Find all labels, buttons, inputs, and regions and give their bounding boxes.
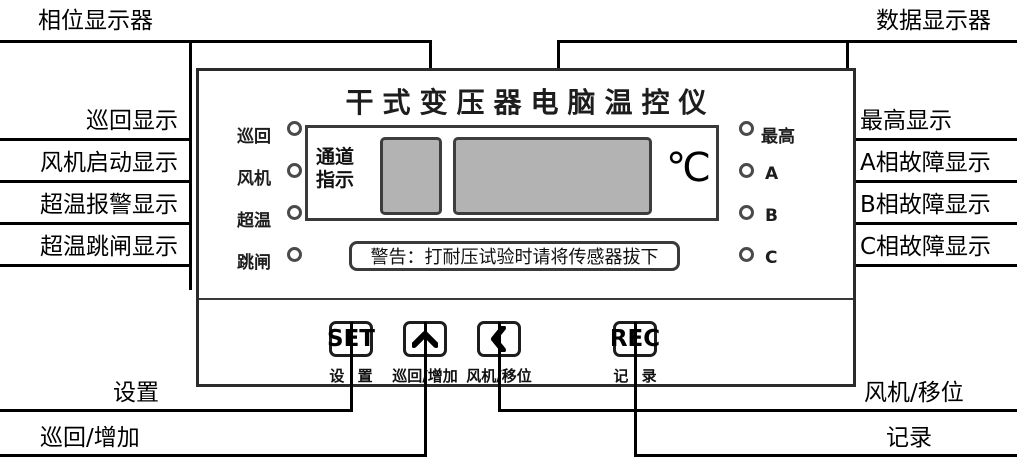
annotation-data-display: 数据显示器 [876,8,991,34]
annotation-left-0: 巡回显示 [86,108,178,134]
led-label-tiaozha: 跳闸 [237,253,271,273]
warning-box: 警告：打耐压试验时请将传感器拔下 [349,241,680,271]
led-indicator-xunhui[interactable] [287,121,302,136]
leader-line-left-0 [0,138,192,141]
led-label-xunhui: 巡回 [237,127,271,147]
led-indicator-fengji[interactable] [287,163,302,178]
led-indicator-phase-b[interactable] [739,205,754,220]
leader-line-up-v [424,322,427,457]
leader-line-rec-h [634,454,1017,457]
channel-indicator-line2: 指示 [316,169,355,191]
leader-line-set-v [350,322,353,412]
led-indicator-phase-a[interactable] [739,163,754,178]
leader-line-left-1 [0,180,192,183]
led-label-phase-c: C [765,248,778,268]
leader-rail-left [189,40,192,290]
leader-line-right-1 [846,180,1017,183]
leader-line-left-3 [0,264,192,267]
data-display-screen [453,137,652,215]
led-indicator-max[interactable] [739,121,754,136]
panel-divider [199,298,853,300]
controller-panel: 干式变压器电脑温控仪 巡回 风机 超温 跳闸 最高 A B C 通道 指示 ℃ [196,68,856,387]
leader-line-set-h [0,409,353,412]
led-label-phase-a: A [765,164,779,184]
led-indicator-chaowen[interactable] [287,205,302,220]
leader-line-up-h [0,454,427,457]
annotation-left-3: 超温跳闸显示 [40,234,178,260]
warning-text: 警告：打耐压试验时请将传感器拔下 [370,247,659,268]
annotation-left-btn: 风机/移位 [864,380,964,406]
annotation-right-0: 最高显示 [860,108,952,134]
annotation-right-2: B相故障显示 [860,192,991,218]
phase-display-screen [380,137,442,215]
panel-title: 干式变压器电脑温控仪 [345,86,716,119]
celsius-unit-label: ℃ [666,145,711,191]
led-label-max: 最高 [761,127,795,147]
leader-line-phase-display-h [0,40,432,43]
led-indicator-tiaozha[interactable] [287,247,302,262]
annotation-left-1: 风机启动显示 [40,150,178,176]
display-bezel: 通道 指示 ℃ [305,125,719,221]
annotation-up: 巡回/增加 [40,425,140,451]
led-indicator-phase-c[interactable] [739,247,754,262]
channel-indicator-line1: 通道 [316,146,355,168]
leader-line-right-3 [846,264,1017,267]
led-label-fengji: 风机 [237,169,271,189]
leader-line-data-display-h [557,40,1017,43]
annotation-phase-display: 相位显示器 [38,8,153,34]
annotation-set: 设置 [113,380,159,406]
annotation-rec: 记录 [886,425,932,451]
leader-line-left-btn-v [498,322,501,412]
annotation-left-2: 超温报警显示 [40,192,178,218]
leader-line-rec-v [634,322,637,457]
leader-line-left-2 [0,222,192,225]
led-label-chaowen: 超温 [237,211,271,231]
annotation-right-3: C相故障显示 [860,234,992,260]
channel-indicator-label: 通道 指示 [316,146,354,192]
leader-line-right-2 [846,222,1017,225]
leader-line-left-btn-h [498,409,1017,412]
annotation-right-1: A相故障显示 [860,150,991,176]
leader-line-right-0 [846,138,1017,141]
led-label-phase-b: B [765,206,778,226]
